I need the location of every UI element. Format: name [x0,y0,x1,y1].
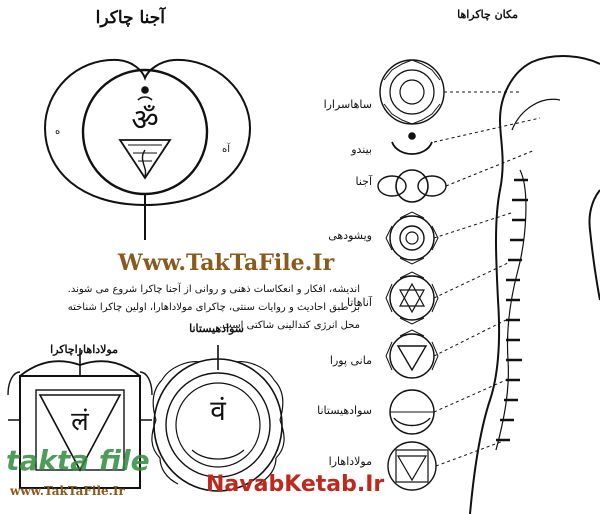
watermark-navabketab: NavabKetab.Ir [206,472,385,497]
label-bindu: بیندو [351,143,372,156]
svg-text:वं: वं [210,394,226,427]
label-manipura: مانی پورا [329,354,372,367]
watermark-url: www.TakTaFile.Ir [10,484,125,498]
watermark-brand: takta file [6,444,150,477]
paragraph-line-2: بر طبق احادیث و روایات سنتی، چاکرای مولا… [67,302,360,313]
ajna-chakra-figure: ॐ [43,58,252,240]
chakra-locations-title: مکان چاکراها [457,8,518,21]
ajna-chakra-title: آجنا چاکرا [95,8,165,28]
svadhisthana-figure: वं [151,345,285,492]
chakra-stack [377,59,541,491]
svg-text:लं: लं [71,407,89,437]
label-svadhisthana: سوادهیستانا [317,404,372,417]
watermark-center: Www.TakTaFile.Ir [118,250,335,276]
label-muladhara: مولاداهارا [328,455,372,468]
svadhisthana-title: سوادهیستانا [189,322,244,335]
label-anahata: آناهاتا [346,296,372,309]
paragraph-line-1: اندیشه، افکار و انعکاسات ذهنی و روانی از… [67,284,360,295]
ajna-left-letter: ه [55,126,61,137]
svg-text:ॐ: ॐ [131,103,158,138]
label-ajna: آجنا [355,175,372,188]
paragraph-line-3: محل انرژی کندالینی شاکتی است. [219,320,360,331]
human-profile [469,55,600,514]
muladhara-figure: लं [7,348,153,489]
muladhara-title: مولاداهاراچاکرا [50,343,118,356]
label-sahasrara: ساهاسرارا [323,98,372,111]
label-vishuddhi: ویشودهی [328,229,372,242]
ajna-right-letter: آه [222,144,231,155]
